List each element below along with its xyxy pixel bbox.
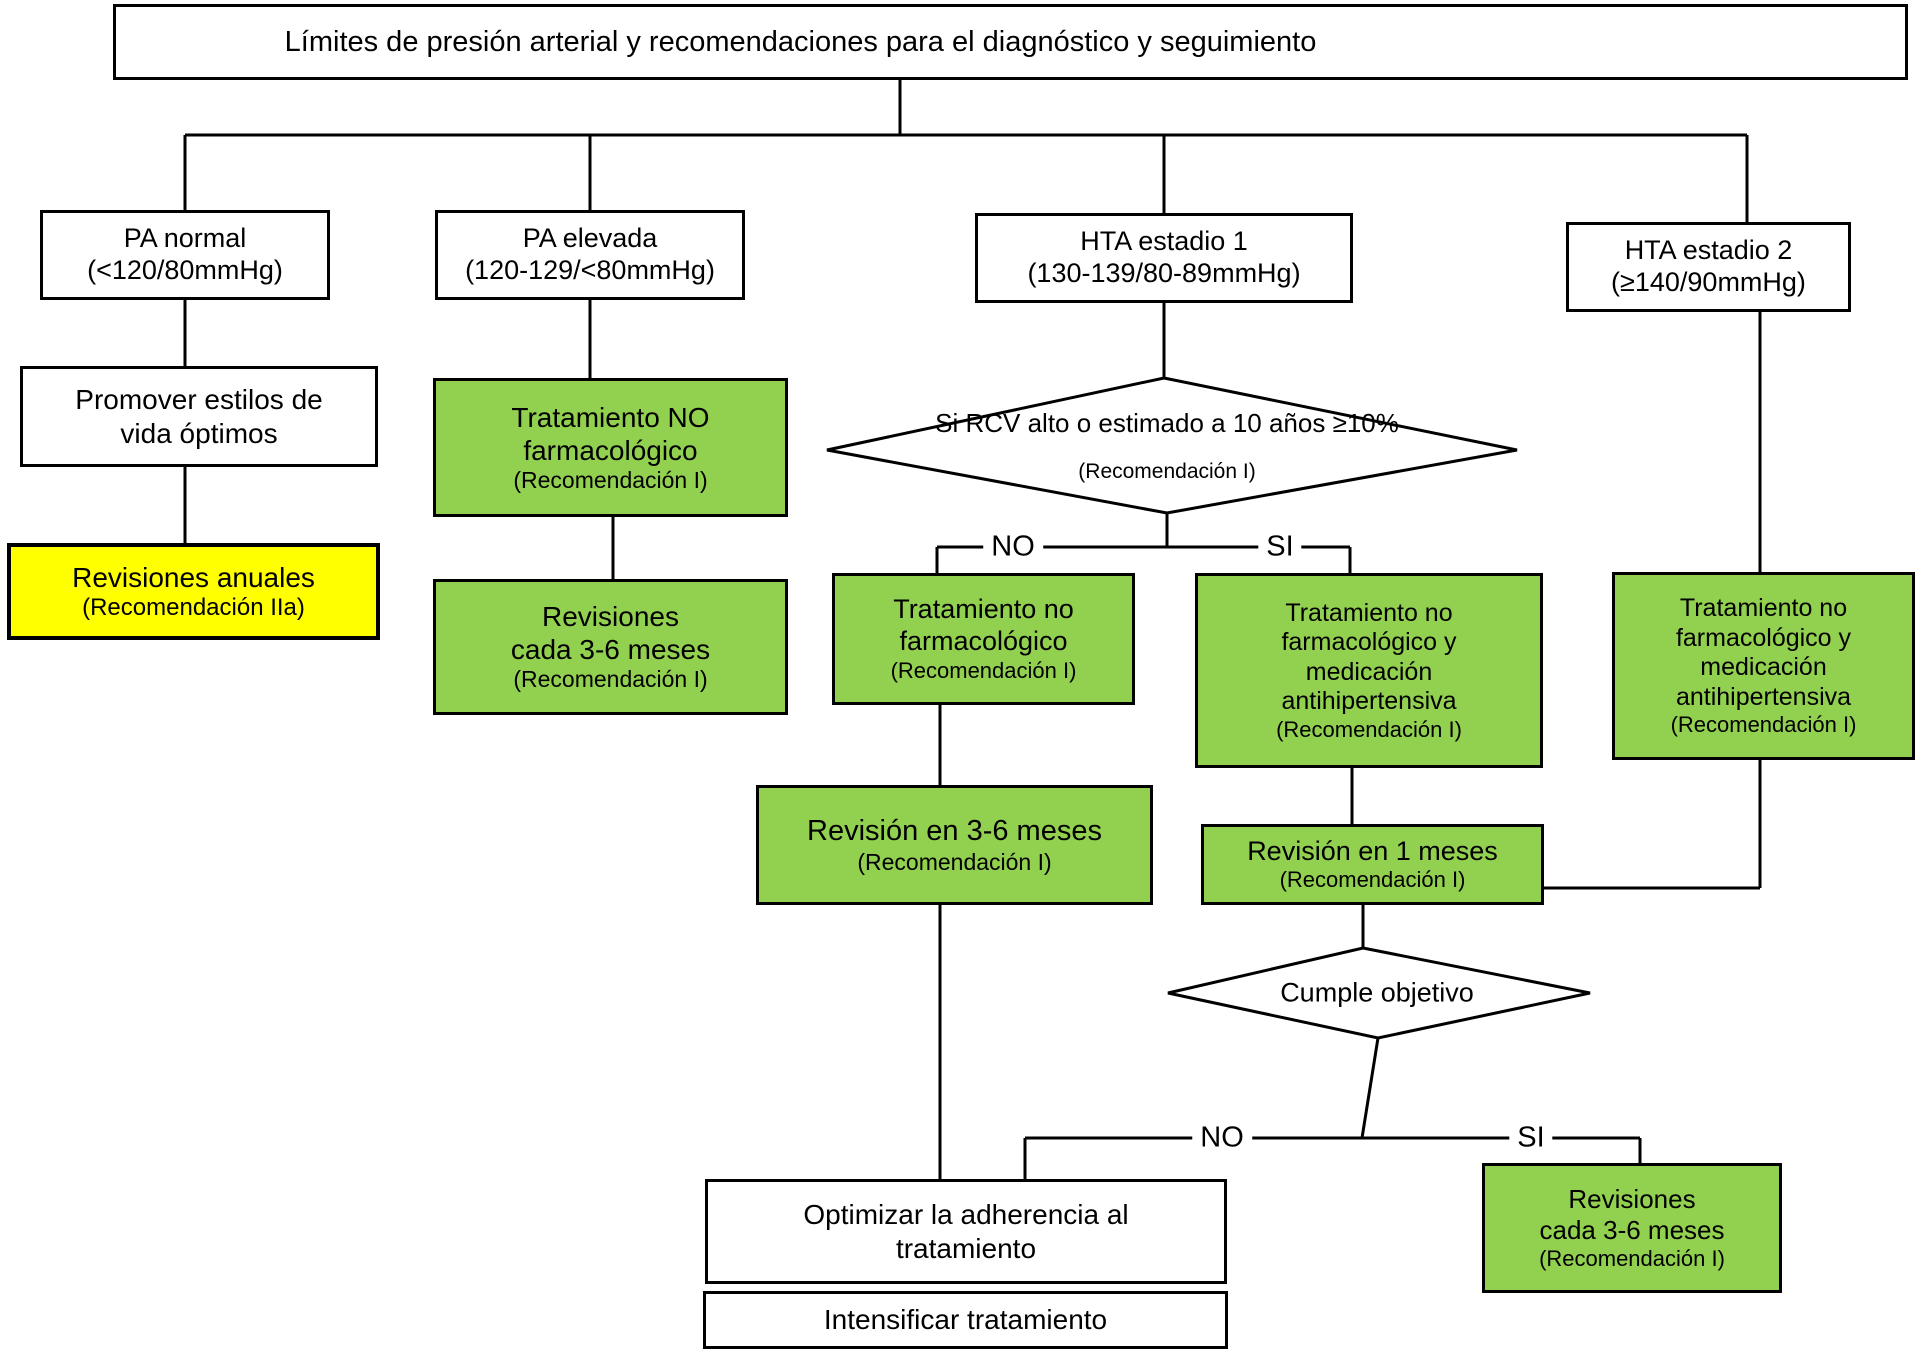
node-revisiones-cada-3-6-meses: Revisiones cada 3-6 meses (Recomendación… (433, 579, 788, 715)
label-si-rcv: SI (1258, 530, 1302, 564)
node-revision-1-mes: Revisión en 1 meses (Recomendación I) (1201, 824, 1544, 905)
label-no-rcv: NO (983, 530, 1043, 564)
decision-rcv-text: Si RCV alto o estimado a 10 años ≥10% (R… (935, 408, 1399, 483)
node-pa-elevada: PA elevada (120-129/<80mmHg) (435, 210, 745, 300)
decision-cumple-objetivo-diamond (1167, 946, 1591, 1040)
node-intensificar-tratamiento: Intensificar tratamiento (703, 1291, 1228, 1349)
node-hta-estadio-2: HTA estadio 2 (≥140/90mmHg) (1566, 222, 1851, 312)
node-promover-estilos-vida: Promover estilos de vida óptimos (20, 366, 378, 467)
node-optimizar-adherencia: Optimizar la adherencia al tratamiento (705, 1179, 1227, 1284)
node-tratamiento-farmacologico-medicacion-hta2: Tratamiento no farmacológico y medicació… (1612, 572, 1915, 760)
node-hta-estadio-1: HTA estadio 1 (130-139/80-89mmHg) (975, 213, 1353, 303)
decision-cumple-objetivo-text: Cumple objetivo (1280, 977, 1474, 1008)
decision-rcv-diamond (826, 376, 1518, 515)
node-tratamiento-farmacologico-medicacion-si: Tratamiento no farmacológico y medicació… (1195, 573, 1543, 768)
flowchart-title: Límites de presión arterial y recomendac… (113, 4, 1908, 80)
node-tratamiento-no-farmacologico: Tratamiento NO farmacológico (Recomendac… (433, 378, 788, 517)
label-no-objetivo: NO (1192, 1121, 1252, 1155)
node-tratamiento-no-farmacologico-2: Tratamiento no farmacológico (Recomendac… (832, 573, 1135, 705)
flowchart-title-text: Límites de presión arterial y recomendac… (284, 25, 1317, 58)
node-revisiones-finales: Revisiones cada 3-6 meses (Recomendación… (1482, 1163, 1782, 1293)
label-si-objetivo: SI (1509, 1121, 1553, 1155)
node-revisiones-anuales: Revisiones anuales (Recomendación IIa) (7, 543, 380, 640)
node-revision-3-6-meses: Revisión en 3-6 meses (Recomendación I) (756, 785, 1153, 905)
node-pa-normal: PA normal (<120/80mmHg) (40, 210, 330, 300)
